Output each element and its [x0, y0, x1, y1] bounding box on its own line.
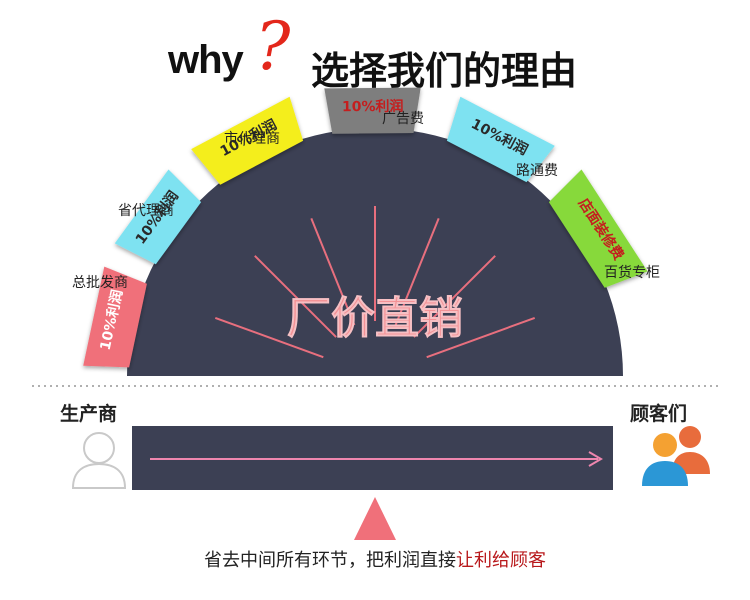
segment-label: 路通费 — [516, 163, 558, 179]
title-why: why — [168, 38, 244, 82]
segment-band — [446, 96, 555, 183]
channel-arrow-head — [588, 451, 603, 467]
segment-label: 总批发商 — [72, 275, 128, 291]
summary-highlight: 让利给顾客 — [456, 550, 546, 571]
producer-icon — [71, 432, 127, 489]
dome-ray — [310, 218, 356, 326]
customers-icon — [642, 426, 710, 486]
dome-ray — [413, 255, 496, 338]
summary-main: 省去中间所有环节，把利润直接 — [204, 550, 456, 571]
title: why ? 选择我们的理由 — [0, 0, 750, 110]
segment-band — [83, 266, 147, 368]
summary-text: 省去中间所有环节，把利润直接让利给顾客 — [0, 546, 750, 572]
dome-ray — [214, 316, 324, 359]
segment-band — [324, 87, 421, 134]
segment-label: 百货专柜 — [604, 265, 660, 281]
segment-band — [548, 169, 648, 288]
segment-badge: 10%利润 — [342, 98, 404, 116]
dome-rays — [214, 206, 536, 359]
question-mark: ? — [255, 8, 291, 85]
dome-ray — [394, 218, 440, 326]
segment-label: 省代理商 — [118, 203, 174, 219]
producer-label: 生产商 — [60, 403, 118, 425]
pointer-triangle — [354, 497, 396, 540]
segment-label: 广告费 — [382, 111, 424, 127]
segment-label: 市代理商 — [224, 131, 280, 147]
segment-band — [191, 96, 304, 185]
customer-label: 顾客们 — [630, 403, 688, 425]
dome-ray — [254, 255, 337, 338]
dome-ray — [426, 316, 536, 359]
center-text: 厂价直销 — [287, 293, 463, 344]
title-text: 选择我们的理由 — [311, 49, 578, 93]
segment-band — [114, 169, 202, 265]
